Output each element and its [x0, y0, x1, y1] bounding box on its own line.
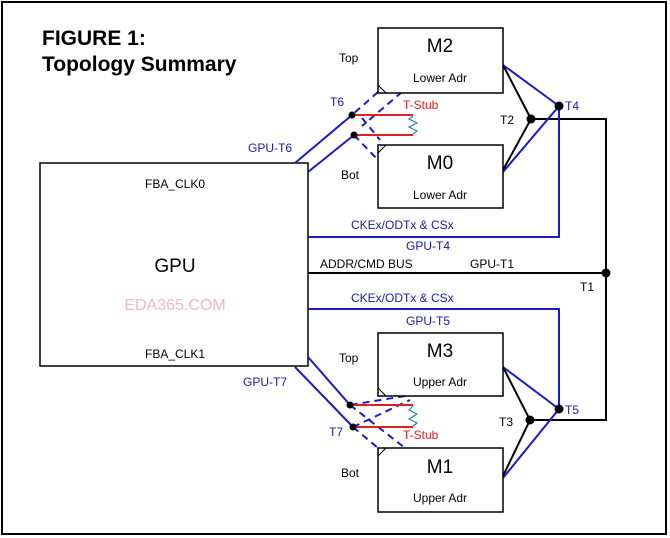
- t6-label: T6: [330, 95, 344, 109]
- memory-m1: M1 Upper Adr: [377, 447, 504, 513]
- m3-name: M3: [427, 341, 453, 362]
- t-stub-lower-label: T-Stub: [403, 428, 439, 442]
- t1-label: T1: [580, 280, 594, 294]
- t6-node-a: [348, 111, 356, 119]
- t5-label: T5: [565, 403, 579, 417]
- figure-title: FIGURE 1:: [42, 27, 146, 50]
- watermark: EDA365.COM: [124, 297, 225, 314]
- t6-resistor-icon: [407, 115, 419, 135]
- gpu-t4-net: [308, 106, 560, 238]
- gpu-t1-label: GPU-T1: [470, 257, 514, 271]
- t4-label: T4: [565, 99, 579, 113]
- gpu-t6-label: GPU-T6: [248, 141, 292, 155]
- gpu-t7-line-b: [294, 366, 354, 428]
- memory-m0: M0 Lower Adr: [377, 144, 504, 209]
- t3-label: T3: [499, 415, 513, 429]
- addr-cmd-bus-label: ADDR/CMD BUS: [320, 257, 413, 271]
- t6-dash-b: [361, 91, 403, 127]
- m1-sub: Upper Adr: [413, 491, 467, 505]
- m1-name: M1: [427, 457, 453, 478]
- t-stub-upper-label: T-Stub: [403, 98, 439, 112]
- m3-side-label: Top: [339, 351, 359, 365]
- gpu-t4-label: GPU-T4: [406, 239, 450, 253]
- m2-name: M2: [427, 36, 453, 57]
- m1-side-label: Bot: [341, 466, 360, 480]
- t6-dash-c: [353, 134, 379, 161]
- m0-side-label: Bot: [341, 168, 360, 182]
- t3-node: [525, 415, 535, 425]
- m0-sub: Lower Adr: [413, 188, 467, 202]
- t7-node-a: [346, 401, 354, 409]
- gpu-t7-line-a: [307, 356, 351, 406]
- t4-node: [554, 101, 564, 111]
- gpu-clk0-label: FBA_CLK0: [145, 177, 205, 191]
- t6-dash-a: [351, 91, 379, 116]
- gpu-clk1-label: FBA_CLK1: [145, 347, 205, 361]
- figure-subtitle: Topology Summary: [42, 53, 237, 76]
- t1-node: [601, 268, 611, 278]
- t2-label: T2: [500, 113, 514, 127]
- m3-sub: Upper Adr: [413, 375, 467, 389]
- gpu-t6-line-a: [294, 114, 353, 164]
- t7-resistor-icon: [407, 405, 419, 427]
- t7-dash-b: [352, 426, 379, 449]
- t1-trunk: [530, 118, 607, 421]
- gpu-box: [39, 162, 309, 367]
- m2-sub: Lower Adr: [413, 71, 467, 85]
- memory-m3: M3 Upper Adr: [377, 332, 504, 397]
- t5-node: [554, 404, 564, 414]
- cke-upper-label: CKEx/ODTx & CSx: [351, 218, 454, 232]
- m2-side-label: Top: [339, 51, 359, 65]
- cke-lower-label: CKEx/ODTx & CSx: [351, 291, 454, 305]
- m0-name: M0: [427, 153, 453, 174]
- t6-node-b: [350, 131, 358, 139]
- gpu-t6-line-b: [307, 134, 355, 173]
- t7-dash-a: [349, 395, 406, 406]
- t6-dash-d: [361, 117, 381, 141]
- gpu-label: GPU: [154, 256, 195, 277]
- t7-label: T7: [329, 425, 343, 439]
- t2-node: [526, 114, 536, 124]
- gpu-t5-label: GPU-T5: [406, 314, 450, 328]
- gpu-t5-net: [308, 308, 560, 409]
- t7-node-b: [349, 423, 357, 431]
- memory-m2: M2 Lower Adr: [377, 27, 504, 94]
- gpu-t7-label: GPU-T7: [243, 375, 287, 389]
